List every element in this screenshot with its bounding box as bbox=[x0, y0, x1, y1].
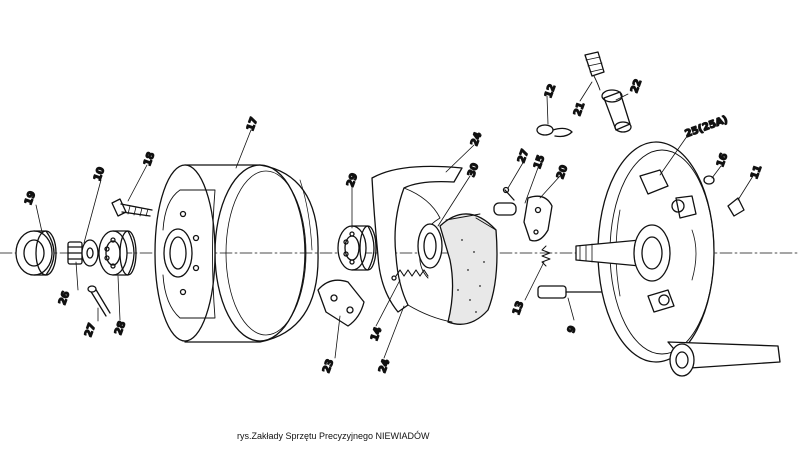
callout-24-top: 24 bbox=[469, 131, 484, 148]
callout-15: 15 bbox=[532, 154, 547, 171]
split-pin-part bbox=[87, 285, 111, 317]
axle-arm-part bbox=[667, 341, 781, 377]
callout-24-bottom: 24 bbox=[377, 358, 392, 375]
callout-27-left: 27 bbox=[83, 322, 98, 339]
callout-9: 9 bbox=[566, 324, 579, 334]
retaining-clip-part bbox=[727, 197, 745, 217]
callout-26: 26 bbox=[57, 290, 72, 307]
callout-22: 22 bbox=[629, 78, 644, 95]
lever-pin-part bbox=[493, 186, 517, 216]
callout-11: 11 bbox=[749, 164, 764, 181]
brake-drum-part bbox=[154, 164, 319, 343]
callout-10: 10 bbox=[92, 166, 107, 183]
stub-axle-part bbox=[575, 224, 671, 282]
parking-lever-part bbox=[523, 195, 553, 242]
callout-20: 20 bbox=[555, 164, 570, 181]
callout-25-25a: 25(25A) bbox=[684, 114, 730, 140]
brake-shoes-part bbox=[407, 213, 498, 325]
callout-16: 16 bbox=[715, 152, 730, 169]
callout-18: 18 bbox=[142, 151, 157, 168]
figure-caption: rys.Zakłady Sprzętu Precyzyjnego NIEWIAD… bbox=[237, 431, 430, 441]
callout-17: 17 bbox=[245, 116, 260, 133]
oil-seal-part bbox=[417, 223, 443, 269]
callout-14: 14 bbox=[369, 326, 384, 343]
lever-spring-part bbox=[541, 245, 551, 267]
callout-29: 29 bbox=[345, 172, 360, 189]
callout-12: 12 bbox=[543, 83, 558, 100]
wheel-bolt-part bbox=[111, 198, 153, 217]
adjusting-cam-part bbox=[536, 124, 573, 138]
callout-13: 13 bbox=[511, 300, 526, 317]
inner-bearing-part bbox=[337, 225, 377, 271]
outer-bearing-part bbox=[98, 230, 137, 276]
return-spring-part bbox=[391, 269, 429, 281]
hub-cap-part bbox=[15, 230, 57, 276]
callout-21: 21 bbox=[572, 101, 587, 118]
leader-lines bbox=[35, 81, 754, 359]
callout-28: 28 bbox=[113, 320, 128, 337]
cable-end-part bbox=[537, 285, 611, 299]
adjuster-plate-part bbox=[317, 279, 365, 327]
callout-19: 19 bbox=[23, 190, 38, 207]
callout-30: 30 bbox=[466, 162, 481, 179]
bleed-screw-part bbox=[584, 51, 605, 91]
callout-23: 23 bbox=[321, 358, 336, 375]
callout-27-right: 27 bbox=[516, 148, 531, 165]
castle-nut-part bbox=[67, 239, 99, 267]
small-nut-part bbox=[703, 175, 715, 185]
wheel-cylinder-part bbox=[601, 89, 632, 133]
